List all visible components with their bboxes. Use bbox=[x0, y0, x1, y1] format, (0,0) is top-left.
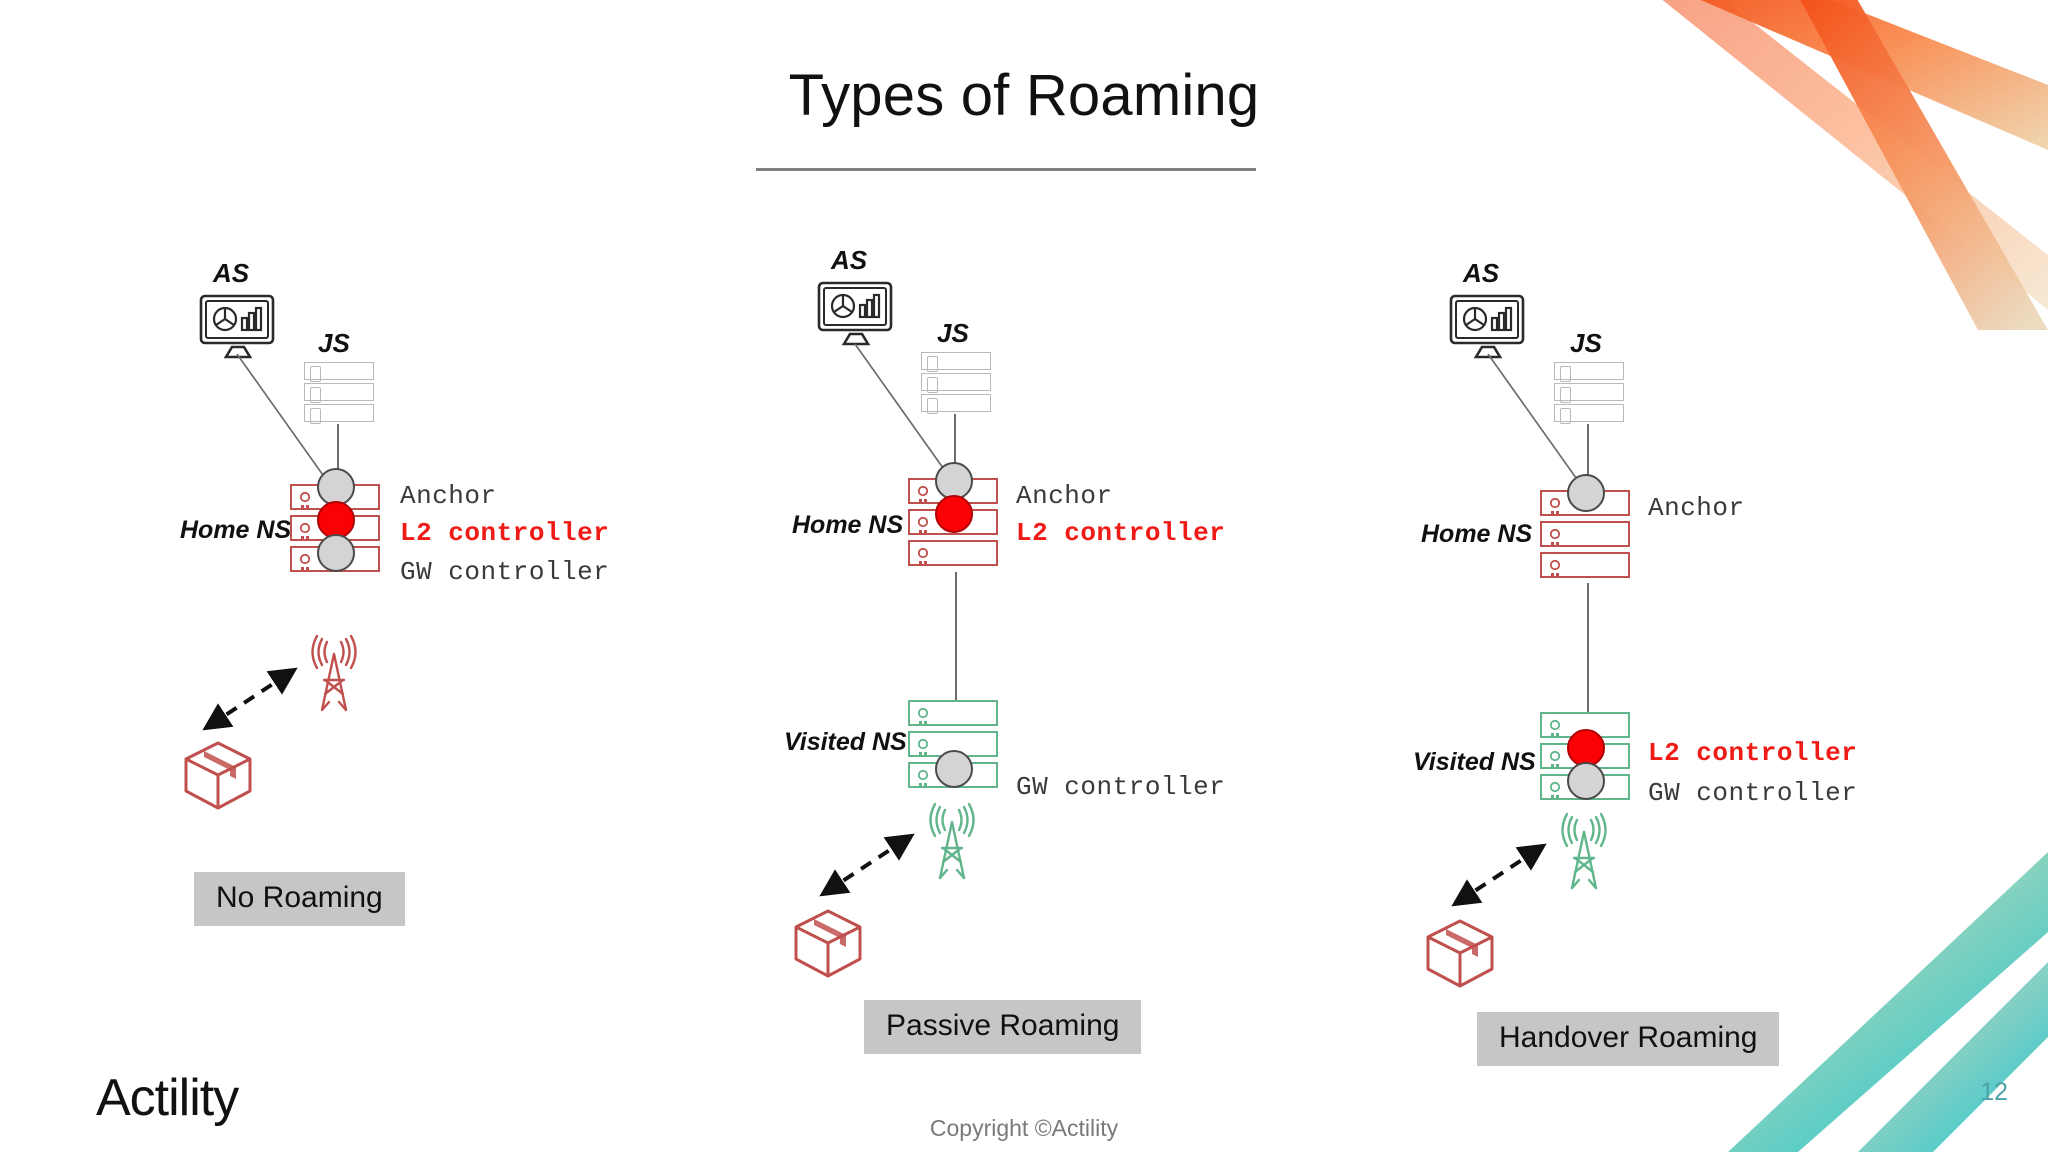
device-package-icon bbox=[180, 735, 256, 815]
device-package-icon bbox=[790, 903, 866, 983]
rack-bay-icon bbox=[1549, 497, 1563, 517]
bidirectional-link-arrow bbox=[812, 826, 922, 906]
antenna-icon bbox=[1553, 810, 1615, 892]
rack-bay-icon bbox=[917, 738, 931, 758]
js-server-stack-icon bbox=[1554, 362, 1624, 424]
device-package-icon bbox=[1422, 913, 1498, 993]
page-title: Types of Roaming bbox=[788, 63, 1260, 128]
as-monitor-icon bbox=[196, 292, 280, 360]
rack-bay-icon bbox=[299, 553, 313, 573]
js-label: JS bbox=[318, 328, 350, 358]
visited-ns-role-l2-controller: L2 controller bbox=[1648, 738, 1858, 768]
rack-bay-icon bbox=[1549, 528, 1563, 548]
column-tag-handover-roaming: Handover Roaming bbox=[1477, 1012, 1780, 1066]
column-tag-passive-roaming: Passive Roaming bbox=[864, 1000, 1142, 1054]
antenna-icon bbox=[921, 800, 983, 882]
gw-controller-node-dot bbox=[317, 534, 355, 572]
home-ns-rack bbox=[290, 468, 380, 574]
visited-ns-role-gw-controller: GW controller bbox=[1016, 772, 1226, 802]
rack-bay-icon bbox=[917, 769, 931, 789]
as-label: AS bbox=[1463, 258, 1500, 288]
home-ns-role-anchor: Anchor bbox=[400, 481, 497, 511]
visited-ns-rack bbox=[1540, 712, 1630, 802]
home-ns-role-l2-controller: L2 controller bbox=[400, 518, 610, 548]
as-label: AS bbox=[831, 245, 868, 275]
rack-bay-icon bbox=[299, 491, 313, 511]
visited-ns-rack bbox=[908, 700, 998, 790]
bidirectional-link-arrow bbox=[1444, 836, 1554, 916]
copyright-notice: Copyright ©Actility bbox=[929, 1115, 1119, 1141]
js-label: JS bbox=[1570, 328, 1602, 358]
as-monitor-icon bbox=[814, 279, 898, 347]
title-divider bbox=[756, 168, 1256, 171]
js-server-stack-icon bbox=[921, 352, 991, 414]
home-ns-rack bbox=[908, 462, 998, 568]
home-ns-label: Home NS bbox=[792, 511, 904, 539]
as-label: AS bbox=[213, 258, 250, 288]
rack-bay-icon bbox=[1549, 719, 1563, 739]
page-number: 12 bbox=[1980, 1078, 2008, 1106]
home-to-visited-connector bbox=[1587, 583, 1589, 713]
js-label: JS bbox=[937, 318, 969, 348]
visited-ns-label: Visited NS bbox=[784, 728, 907, 756]
bidirectional-link-arrow bbox=[195, 660, 305, 740]
as-to-anchor-connector bbox=[853, 342, 963, 487]
rack-bay-icon bbox=[917, 707, 931, 727]
as-to-anchor-connector bbox=[235, 352, 345, 497]
home-ns-rack bbox=[1540, 474, 1630, 580]
visited-ns-role-gw-controller: GW controller bbox=[1648, 778, 1858, 808]
anchor-node-dot bbox=[935, 462, 973, 500]
gw-controller-node-dot bbox=[1567, 762, 1605, 800]
home-ns-role-anchor: Anchor bbox=[1648, 493, 1745, 523]
rack-bay-icon bbox=[1549, 559, 1563, 579]
home-to-visited-connector bbox=[955, 572, 957, 702]
js-to-anchor-connector bbox=[337, 424, 339, 489]
rack-bay-icon bbox=[917, 547, 931, 567]
rack-bay-icon bbox=[299, 522, 313, 542]
home-ns-role-l2-controller: L2 controller bbox=[1016, 518, 1226, 548]
antenna-icon bbox=[303, 632, 365, 714]
as-to-anchor-connector bbox=[1486, 352, 1596, 497]
column-tag-no-roaming: No Roaming bbox=[194, 872, 405, 926]
home-ns-label: Home NS bbox=[1421, 520, 1533, 548]
l2-controller-node-dot bbox=[935, 495, 973, 533]
rack-bay-icon bbox=[917, 516, 931, 536]
as-monitor-icon bbox=[1446, 292, 1530, 360]
actility-logo: Actility bbox=[96, 1069, 239, 1127]
rack-bay-icon bbox=[917, 485, 931, 505]
home-ns-role-gw-controller: GW controller bbox=[400, 557, 610, 587]
rack-bay-icon bbox=[1549, 781, 1563, 801]
rack-bay-icon bbox=[1549, 750, 1563, 770]
gw-controller-node-dot bbox=[935, 750, 973, 788]
anchor-node-dot bbox=[1567, 474, 1605, 512]
visited-ns-label: Visited NS bbox=[1413, 748, 1536, 776]
home-ns-label: Home NS bbox=[180, 516, 292, 544]
js-to-anchor-connector bbox=[1587, 424, 1589, 489]
home-ns-role-anchor: Anchor bbox=[1016, 481, 1113, 511]
js-server-stack-icon bbox=[304, 362, 374, 424]
js-to-anchor-connector bbox=[954, 414, 956, 479]
